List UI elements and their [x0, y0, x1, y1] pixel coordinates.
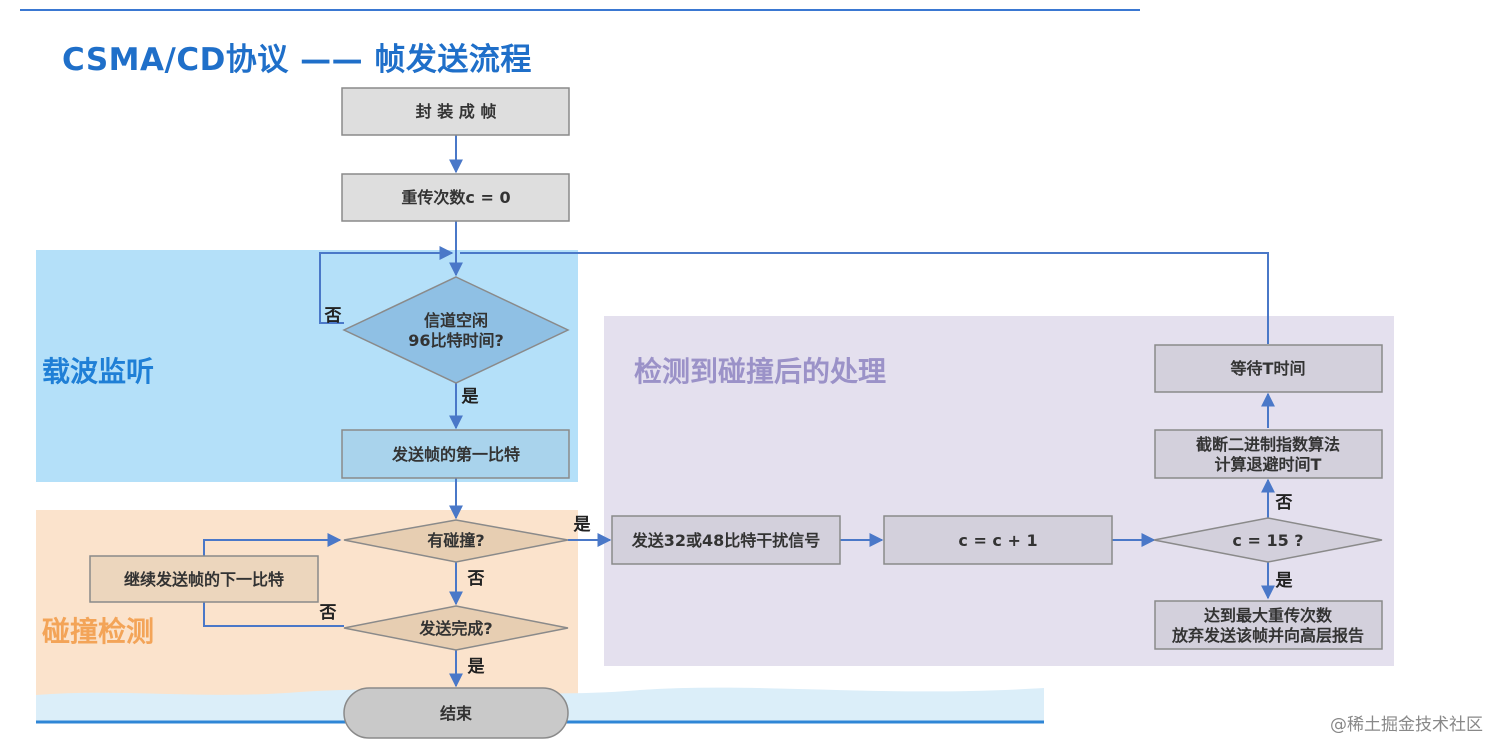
box-give-up [1154, 600, 1383, 650]
text-c-eq-15: c = 15 ? [1232, 531, 1303, 550]
box-increment [883, 515, 1113, 565]
text-end: 结束 [439, 704, 473, 723]
text-channel-idle-l2: 96比特时间? [408, 331, 504, 350]
diamond-send-done [343, 605, 569, 651]
edge-idle-no-loop [319, 246, 454, 324]
text-collision-q: 有碰撞? [427, 531, 484, 550]
label-collision-yes: 是 [574, 515, 591, 535]
diamond-collision [343, 519, 569, 563]
box-wait-t [1154, 344, 1383, 393]
text-channel-idle-l1: 信道空闲 [424, 311, 488, 330]
box-encapsulate [341, 87, 570, 136]
region-label-carrier-sense: 载波监听 [42, 355, 155, 388]
box-backoff [1154, 429, 1383, 479]
diamond-c-eq-15 [1153, 517, 1383, 563]
region-label-collision-detect: 碰撞检测 [42, 615, 155, 648]
box-jam-signal [611, 515, 841, 565]
text-init-counter: 重传次数c = 0 [401, 188, 510, 207]
slide-title: CSMA/CD协议 —— 帧发送流程 [62, 42, 532, 78]
edge-next-bit-to-collision [203, 533, 342, 556]
label-c15-no: 否 [1275, 493, 1293, 513]
text-give-up-l2: 放弃发送该帧并向高层报告 [1171, 626, 1364, 645]
edge-wait-to-idle [460, 252, 1269, 344]
region-label-after-collision: 检测到碰撞后的处理 [634, 355, 887, 388]
label-done-no: 否 [319, 603, 337, 623]
text-send-first-bit: 发送帧的第一比特 [391, 445, 520, 464]
terminal-end [343, 687, 569, 739]
text-send-done-q: 发送完成? [418, 619, 492, 638]
label-idle-yes: 是 [462, 387, 479, 407]
text-backoff-l1: 截断二进制指数算法 [1196, 435, 1340, 454]
text-increment: c = c + 1 [958, 531, 1037, 550]
text-continue-next-bit: 继续发送帧的下一比特 [124, 570, 284, 589]
box-send-first-bit [341, 429, 570, 479]
label-idle-no: 否 [324, 306, 342, 326]
text-wait-t: 等待T时间 [1230, 359, 1306, 378]
box-continue-next-bit [89, 555, 319, 603]
text-jam-signal: 发送32或48比特干扰信号 [631, 531, 821, 550]
text-backoff-l2: 计算退避时间T [1215, 455, 1322, 474]
label-c15-yes: 是 [1276, 571, 1293, 591]
box-init-counter [341, 173, 570, 222]
text-encapsulate: 封 装 成 帧 [416, 102, 497, 121]
edge-done-no [203, 602, 344, 627]
label-collision-no: 否 [467, 569, 485, 589]
text-give-up-l1: 达到最大重传次数 [1204, 606, 1333, 625]
label-done-yes: 是 [468, 657, 485, 677]
watermark: @稀土掘金技术社区 [1330, 715, 1483, 735]
diamond-channel-idle [342, 276, 570, 384]
